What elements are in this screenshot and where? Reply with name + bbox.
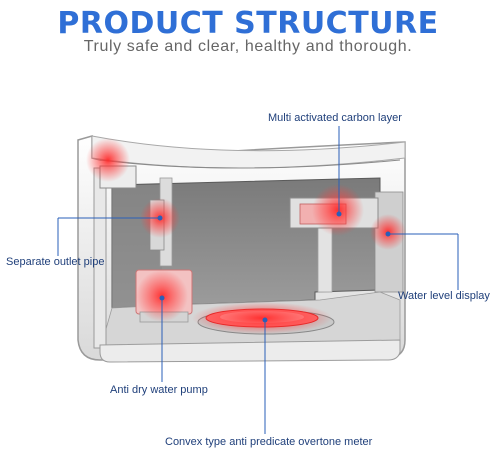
page-subtitle: Truly safe and clear, healthy and thorou… (83, 38, 413, 55)
callout-convex-meter: Convex type anti predicate overtone mete… (165, 436, 373, 448)
highlight-glows (86, 138, 406, 334)
callout-lines (57, 126, 459, 434)
callout-water-level: Water level display (398, 290, 490, 302)
page-title: PRODUCT STRUCTURE (57, 6, 439, 41)
base-platform (99, 339, 401, 363)
callout-outlet-pipe: Separate outlet pipe (6, 256, 105, 268)
callout-carbon-layer: Multi activated carbon layer (268, 112, 402, 124)
callout-water-pump: Anti dry water pump (110, 384, 208, 396)
